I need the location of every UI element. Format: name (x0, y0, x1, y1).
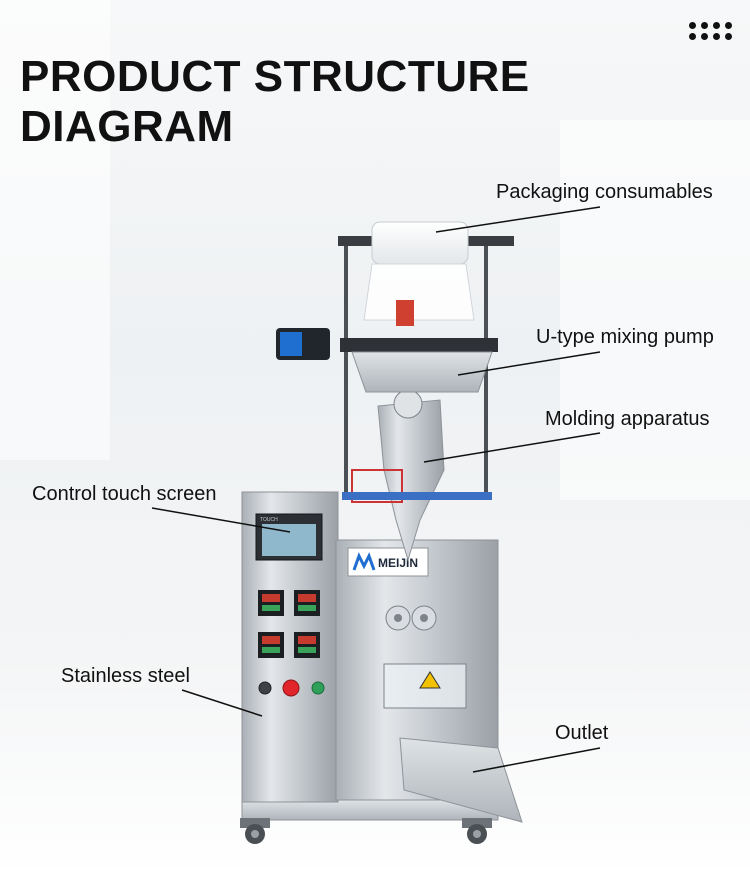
caster-wheels (240, 818, 492, 844)
pump-bar (340, 338, 498, 352)
page-title: PRODUCT STRUCTURE DIAGRAM (20, 52, 530, 152)
motor-cap (280, 332, 302, 356)
callout-lines (151, 206, 601, 773)
dot (689, 33, 696, 40)
dot (713, 22, 720, 29)
molding-funnel (377, 399, 445, 562)
title-line-1: PRODUCT STRUCTURE (20, 52, 530, 101)
brand-name: MEIJIN (378, 556, 418, 570)
brand-logo-icon (352, 552, 376, 571)
callout-stainless-steel: Stainless steel (61, 665, 190, 687)
callout-control-touch-screen: Control touch screen (32, 483, 217, 505)
outlet-chute (399, 737, 523, 823)
screen-label: TOUCH (260, 517, 278, 523)
dot (689, 22, 696, 29)
warning-icon (419, 671, 441, 689)
sealing-bar (342, 492, 492, 500)
callout-u-type-mixing-pump: U-type mixing pump (536, 326, 714, 348)
film-roll (371, 221, 469, 265)
dot (701, 22, 708, 29)
temperature-controllers (258, 590, 320, 658)
heater-wires (351, 469, 403, 503)
mixing-pump (351, 351, 493, 393)
film-web (363, 263, 475, 321)
title-line-2: DIAGRAM (20, 102, 234, 151)
callout-packaging-consumables: Packaging consumables (496, 181, 713, 203)
dots-grid-icon[interactable] (689, 20, 737, 42)
sealing-rollers (385, 605, 437, 631)
dot (701, 33, 708, 40)
callout-molding-apparatus: Molding apparatus (545, 408, 710, 430)
dot (725, 33, 732, 40)
dot (713, 33, 720, 40)
background-panel (560, 120, 750, 500)
pressure-gauge (393, 389, 423, 419)
film-guide-red (396, 300, 414, 326)
dot (725, 22, 732, 29)
background-panel (0, 0, 110, 460)
control-buttons (258, 679, 325, 697)
callout-outlet: Outlet (555, 722, 609, 744)
